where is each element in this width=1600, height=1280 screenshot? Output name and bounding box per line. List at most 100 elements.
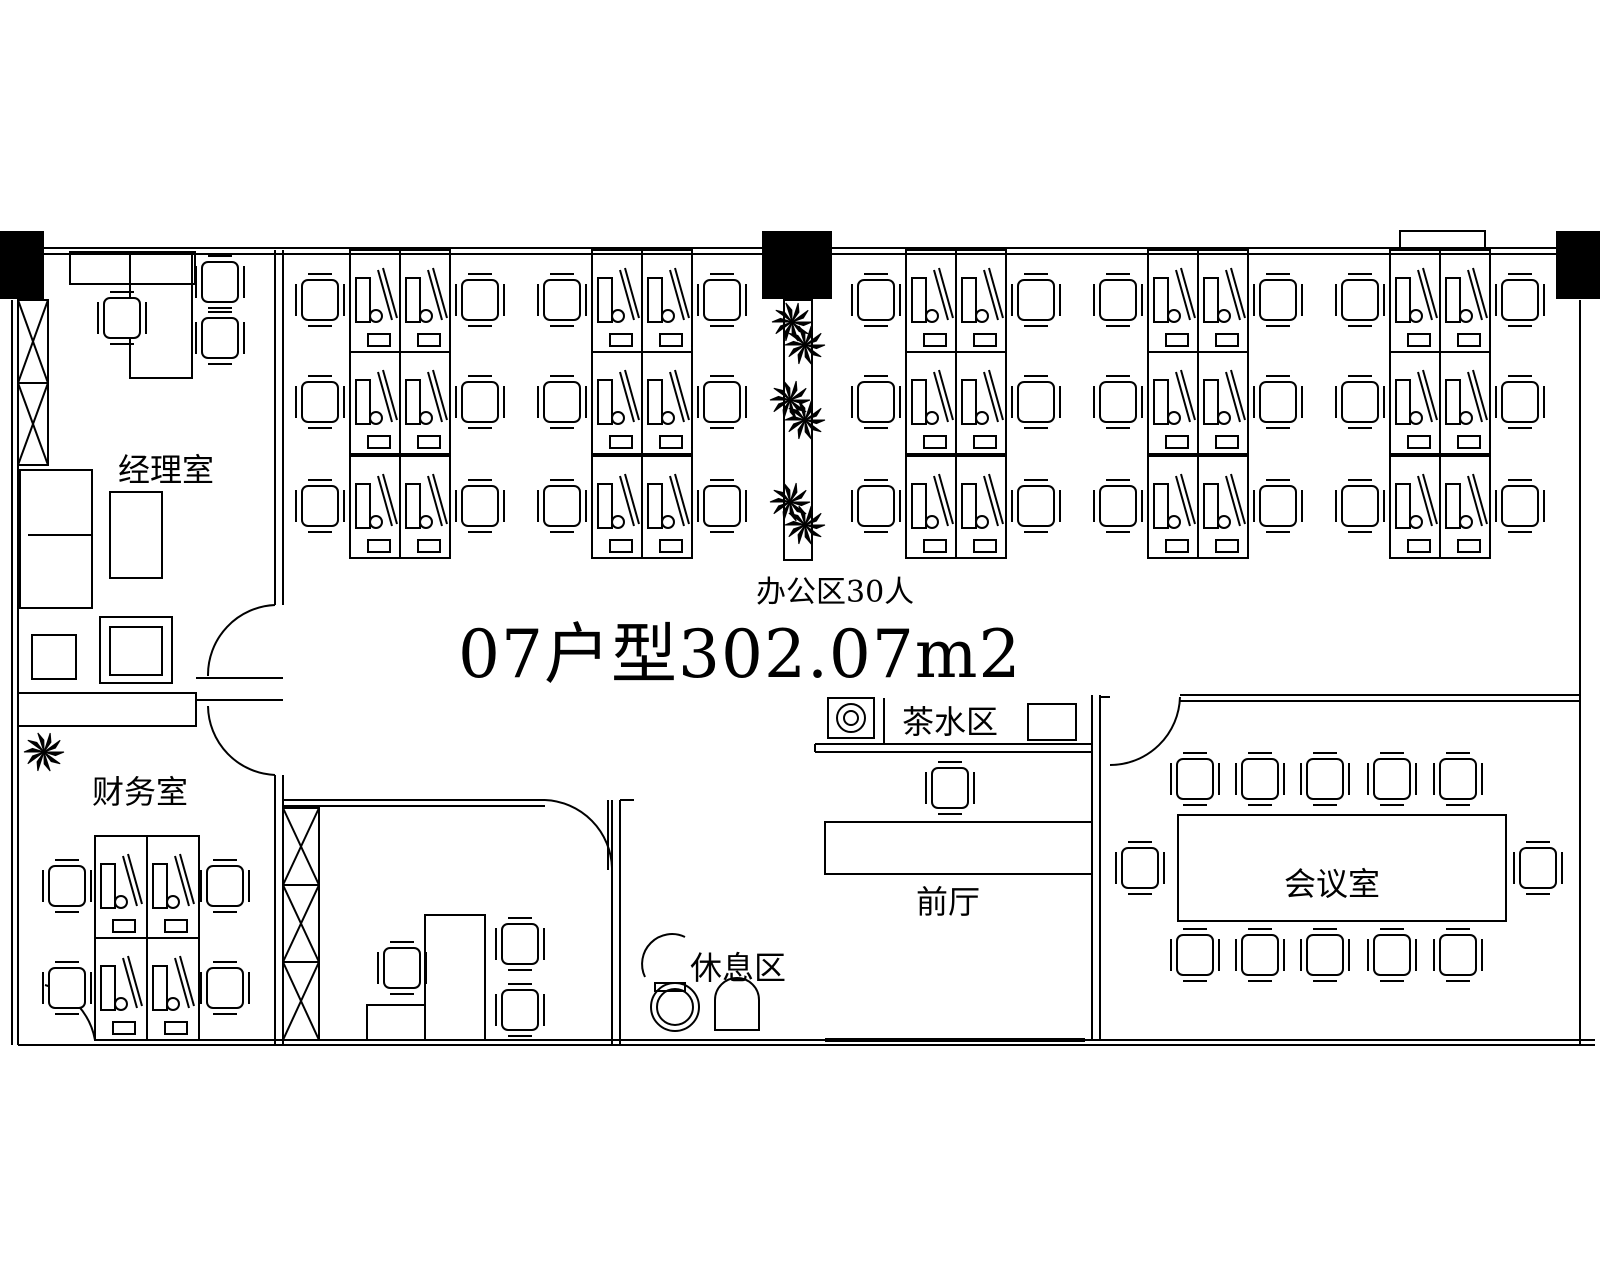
desk-icon — [1439, 249, 1491, 353]
room-label-meeting: 会议室 — [1284, 865, 1381, 903]
chair-icon — [195, 311, 245, 365]
chair-icon — [1495, 273, 1545, 327]
desk-icon — [349, 455, 401, 559]
desk-icon — [955, 249, 1007, 353]
chair-icon — [1011, 479, 1061, 533]
desk-icon — [1197, 455, 1249, 559]
chair-icon — [1495, 375, 1545, 429]
desk-icon — [1147, 455, 1199, 559]
plant-icon — [23, 732, 65, 772]
chair-icon — [697, 479, 747, 533]
desk-icon — [1147, 249, 1199, 353]
desk-icon — [146, 937, 200, 1041]
chair-icon — [1093, 375, 1143, 429]
desk-icon — [905, 249, 957, 353]
chair-icon — [455, 479, 505, 533]
desk-icon — [591, 351, 643, 455]
chair-icon — [1300, 752, 1350, 806]
desk-icon — [349, 351, 401, 455]
desk-icon — [399, 455, 451, 559]
chair-icon — [537, 273, 587, 327]
chair-icon — [1170, 752, 1220, 806]
desk-icon — [1389, 249, 1441, 353]
desk-icon — [1389, 455, 1441, 559]
desk-icon — [641, 249, 693, 353]
desk-icon — [1439, 455, 1491, 559]
desk-icon — [94, 937, 148, 1041]
chair-icon — [295, 479, 345, 533]
chair-icon — [1433, 928, 1483, 982]
plant-icon — [784, 325, 826, 365]
column-icon — [762, 231, 832, 299]
chair-icon — [537, 375, 587, 429]
chair-icon — [495, 983, 545, 1037]
desk-icon — [399, 249, 451, 353]
desk-icon — [955, 455, 1007, 559]
chair-icon — [97, 291, 147, 345]
chair-icon — [1253, 479, 1303, 533]
chair-icon — [1093, 479, 1143, 533]
desk-icon — [591, 455, 643, 559]
chair-icon — [377, 941, 427, 995]
chair-icon — [1011, 273, 1061, 327]
room-label-tea: 茶水区 — [902, 703, 999, 741]
desk-icon — [1389, 351, 1441, 455]
chair-icon — [1235, 928, 1285, 982]
page-title: 07户型302.07m2 — [458, 616, 1022, 693]
chair-icon — [295, 375, 345, 429]
structural-columns — [0, 231, 1600, 299]
desk-icon — [955, 351, 1007, 455]
desk-icon — [591, 249, 643, 353]
desk-icon — [641, 351, 693, 455]
chair-icon — [1367, 752, 1417, 806]
plants — [23, 302, 826, 772]
chair-icon — [925, 761, 975, 815]
desk-icon — [1439, 351, 1491, 455]
chair-icon — [495, 917, 545, 971]
chair-icon — [1235, 752, 1285, 806]
chair-icon — [851, 375, 901, 429]
chair-icon — [1093, 273, 1143, 327]
chair-icon — [1513, 841, 1563, 895]
room-label-manager: 经理室 — [118, 451, 215, 489]
chair-icon — [1300, 928, 1350, 982]
chair-icon — [200, 859, 250, 913]
chair-icon — [42, 961, 92, 1015]
chair-icon — [851, 273, 901, 327]
plant-icon — [784, 400, 826, 440]
chair-icon — [455, 375, 505, 429]
chair-icon — [1170, 928, 1220, 982]
chair-icon — [200, 961, 250, 1015]
desk-icon — [146, 835, 200, 939]
desk-icon — [641, 455, 693, 559]
desk-icon — [905, 351, 957, 455]
chair-icon — [697, 375, 747, 429]
chair-icon — [1335, 479, 1385, 533]
chair-icon — [1335, 273, 1385, 327]
room-label-lounge: 休息区 — [690, 949, 787, 987]
cabinet-icon — [1399, 230, 1486, 249]
desk-icon — [1197, 249, 1249, 353]
chair-icon — [1335, 375, 1385, 429]
desk-icon — [1147, 351, 1199, 455]
chair-icon — [1367, 928, 1417, 982]
room-label-lobby: 前厅 — [916, 883, 981, 921]
walls — [11, 247, 1595, 1046]
chair-icon — [42, 859, 92, 913]
desk-icon — [399, 351, 451, 455]
plant-icon — [784, 505, 826, 545]
column-icon — [0, 231, 44, 299]
chair-icon — [851, 479, 901, 533]
chair-icon — [455, 273, 505, 327]
chair-icon — [1115, 841, 1165, 895]
chair-icon — [1011, 375, 1061, 429]
desk-icon — [94, 835, 148, 939]
workstations — [94, 249, 1491, 1041]
column-icon — [1556, 231, 1600, 299]
chair-icon — [295, 273, 345, 327]
room-label-finance: 财务室 — [92, 773, 189, 811]
chair-icon — [1433, 752, 1483, 806]
chair-icon — [1253, 375, 1303, 429]
plant-icon — [769, 380, 811, 420]
